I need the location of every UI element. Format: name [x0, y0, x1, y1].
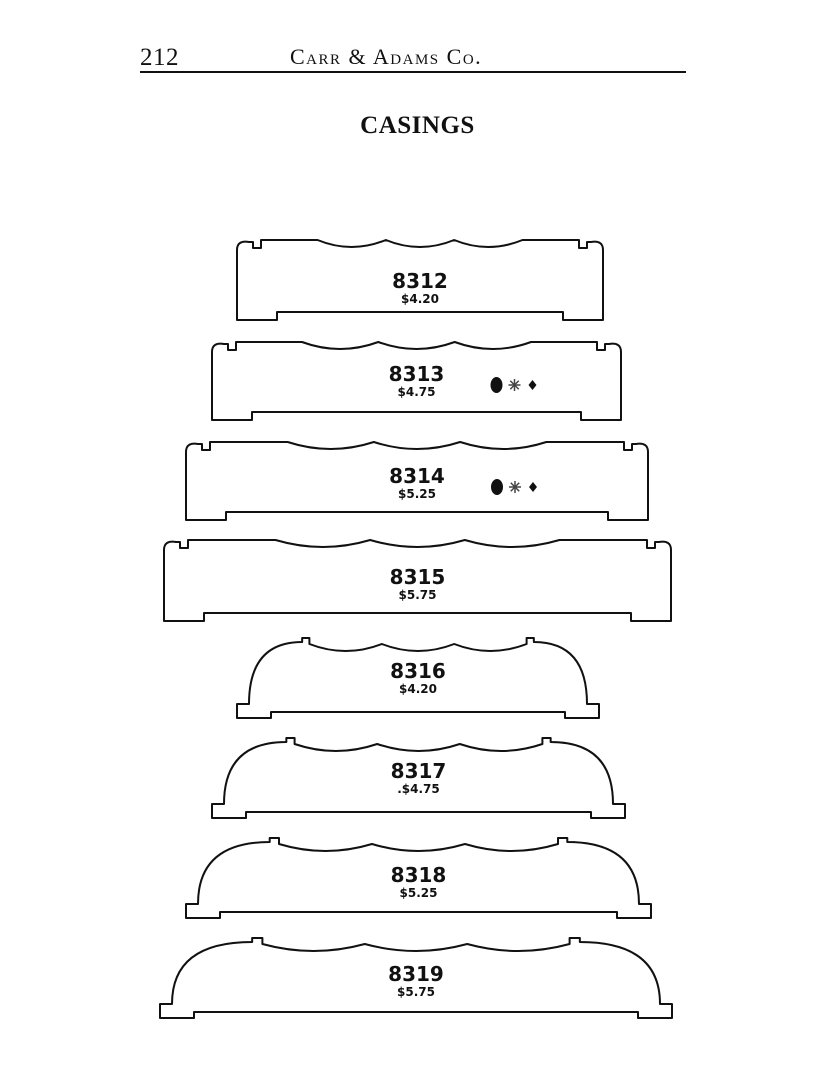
casing-outline [236, 637, 600, 719]
casing-number: 8313 [389, 362, 445, 386]
casing-price: $4.20 [399, 682, 437, 696]
casing-price: $5.75 [397, 985, 435, 999]
casing-profile: 8314 $5.25 [185, 441, 649, 521]
casing-price: $4.20 [401, 292, 439, 306]
dot-mark-icon [491, 479, 503, 495]
casing-outline [185, 441, 649, 521]
casing-number: 8315 [390, 565, 446, 589]
dot-mark-icon [490, 377, 503, 393]
grade-marks [490, 377, 537, 393]
casing-profile: 8312 $4.20 [236, 239, 604, 321]
casing-outline [211, 341, 622, 421]
casing-profile: 8318 $5.25 [185, 837, 652, 919]
casing-price: $5.75 [399, 588, 437, 602]
asterisk-mark-icon [508, 379, 521, 391]
diamond-mark-icon [528, 380, 537, 390]
page-header: 212 Carr & Adams Co. [140, 40, 686, 72]
casing-price: $5.25 [400, 886, 438, 900]
page-number: 212 [140, 44, 179, 71]
casing-profile: 8317 .$4.75 [211, 737, 626, 819]
casing-price: .$4.75 [397, 782, 440, 796]
diamond-mark-icon [529, 482, 537, 492]
casing-number: 8318 [391, 863, 447, 887]
casing-price: $5.25 [398, 487, 436, 501]
casing-number: 8317 [391, 759, 447, 783]
casing-outline [159, 937, 673, 1019]
casing-outline [236, 239, 604, 321]
casing-outline [185, 837, 652, 919]
casing-number: 8316 [390, 659, 446, 683]
casing-profile: 8319 $5.75 [159, 937, 673, 1019]
casing-profile: 8316 $4.20 [236, 637, 600, 719]
header-rule [140, 71, 686, 73]
casing-number: 8312 [392, 269, 448, 293]
casing-number: 8319 [388, 962, 444, 986]
asterisk-mark-icon [509, 481, 521, 493]
section-title: CASINGS [360, 112, 475, 139]
grade-marks [491, 479, 537, 495]
casing-outline [163, 539, 672, 622]
casing-profile: 8315 $5.75 [163, 539, 672, 622]
casing-outline [211, 737, 626, 819]
casing-number: 8314 [389, 464, 445, 488]
casing-price: $4.75 [398, 385, 436, 399]
publisher-name: Carr & Adams Co. [290, 44, 483, 69]
casing-profile: 8313 $4.75 [211, 341, 622, 421]
